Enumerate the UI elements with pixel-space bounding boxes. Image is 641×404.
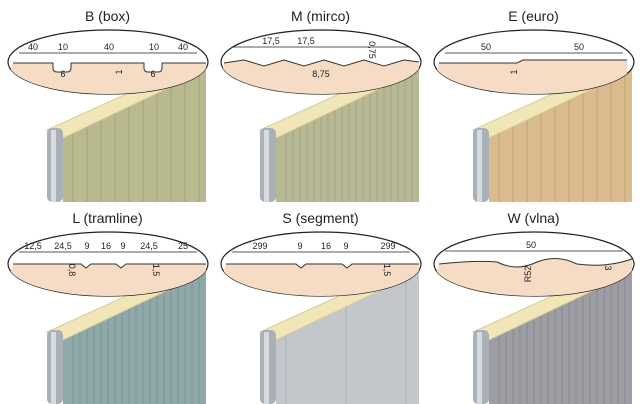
panel-edge-highlight [264,130,269,202]
dimension-label: 9 [343,241,348,251]
panel-face [63,272,206,404]
dimension-label: 0,75 [367,41,377,59]
dimension-label: 299 [380,241,395,251]
panel-edge-highlight [51,332,56,404]
dimension-label: 9 [84,241,89,251]
dimension-label: 9 [120,241,125,251]
dimension-label: 8,75 [312,69,330,79]
profile-drawing: 50 50 1 [433,29,635,202]
profile-title: W (vlna) [507,210,560,226]
panel-edge-highlight [477,332,482,404]
profile-title: E (euro) [508,8,559,24]
dimension-label: 17,5 [262,36,280,46]
dimension-label: 40 [104,42,114,52]
dimension-label: 10 [58,42,68,52]
profile-drawing: 299 9 16 9 299 1,5 [220,231,422,404]
profile-line [13,62,206,73]
dimension-label: 16 [101,241,111,251]
profile-drawing: 40 10 40 10 40 6 1 6 [7,29,209,202]
dimension-label: 50 [574,42,584,52]
dimension-label: 50 [481,42,491,52]
panel-face [489,272,632,404]
dimension-label: 50 [526,240,536,250]
dimension-label: 1,5 [151,264,161,277]
dimension-label: 1,5 [382,264,392,277]
panel-face [276,70,419,202]
profile-drawing: 17,5 17,5 0,75 8,75 [220,29,422,202]
dimension-label: 9 [297,241,302,251]
panel-face [276,272,419,404]
dimension-label: 17,5 [297,36,315,46]
dimension-label: 1 [509,69,519,74]
dimension-label: 0,8 [67,264,77,277]
dimension-label: R52 [523,266,533,283]
profile-line [226,263,419,269]
panel-edge-highlight [264,332,269,404]
profile-s: S (segment) 299 9 16 9 299 1,5 [214,202,427,404]
dimension-label: 40 [28,42,38,52]
dimension-label: 12,5 [24,241,42,251]
profile-drawing: 12,5 24,5 9 16 9 24,5 25 0,8 1,5 [7,231,209,404]
profile-title: L (tramline) [72,210,143,226]
dimension-label: 24,5 [54,241,72,251]
profile-e: E (euro) 50 50 1 [427,0,640,202]
dimension-label: 6 [150,69,155,79]
dimension-label: 299 [252,241,267,251]
profile-title: S (segment) [282,210,359,226]
profile-line [439,59,627,64]
dimension-label: 3 [603,265,613,270]
dimension-label: 24,5 [140,241,158,251]
profile-line [223,59,420,67]
panel-edge-highlight [477,130,482,202]
profile-line [438,258,633,268]
panel-face [489,70,632,202]
dimension-label: 16 [321,241,331,251]
profile-b: B (box) 40 10 40 10 40 6 1 6 [1,0,214,202]
panel-face [63,70,206,202]
dimension-label: 10 [149,42,159,52]
dimension-label: 25 [178,241,188,251]
profile-line [13,263,206,269]
profile-title: B (box) [84,8,131,24]
profile-title: M (mirco) [290,8,351,24]
dimension-label: 40 [178,42,188,52]
profile-l: L (tramline) 12,5 24,5 9 16 9 24,5 25 0,8 1,5 [1,202,214,404]
panel-edge-highlight [51,130,56,202]
profile-m: M (mirco) 17,5 17,5 0,75 8,75 [214,0,427,202]
dimension-label: 1 [114,69,124,74]
dimension-label: 6 [60,69,65,79]
